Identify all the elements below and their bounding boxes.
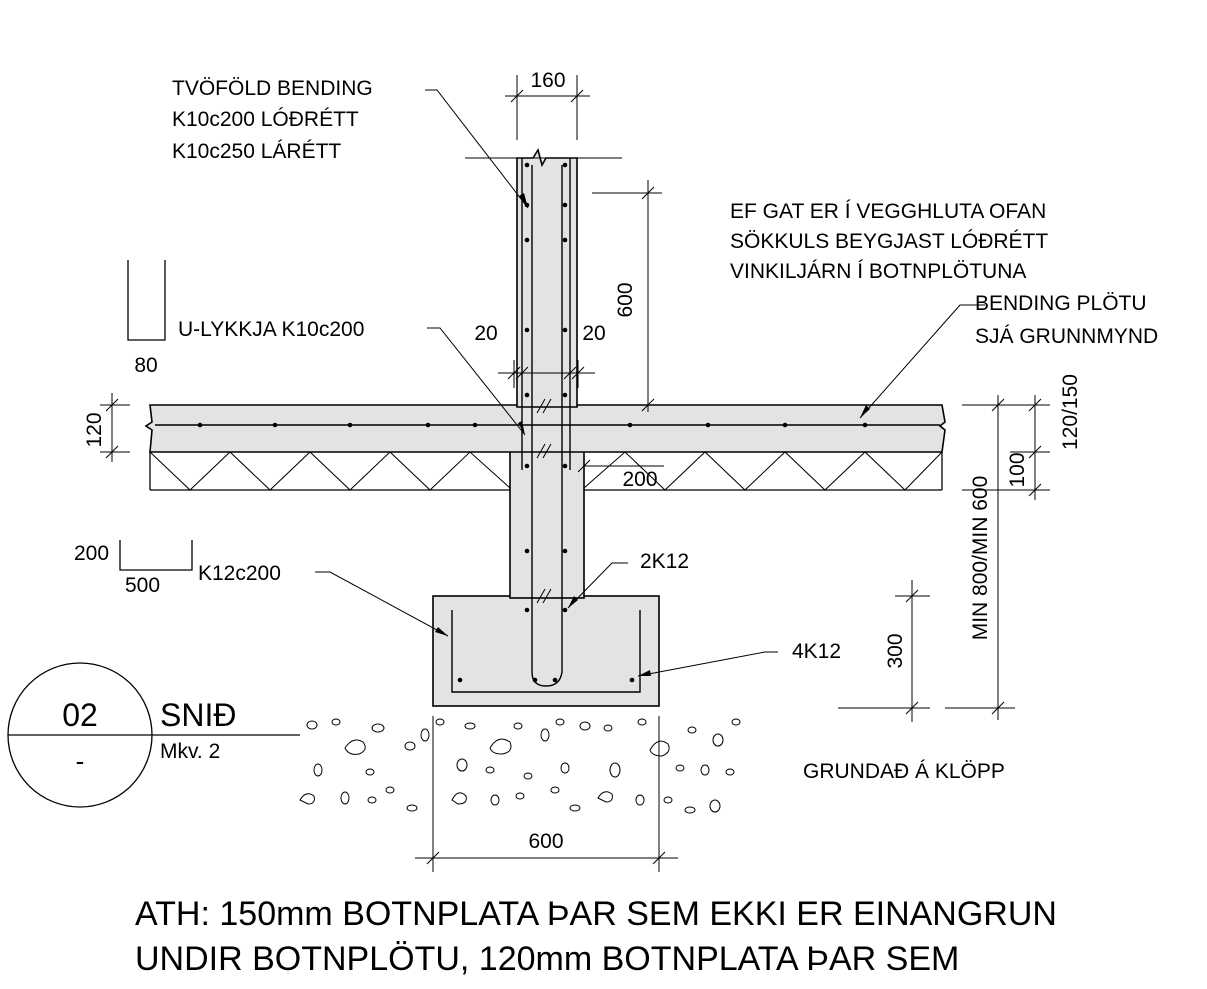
foundation-stem (509, 449, 585, 599)
leader-lines (315, 89, 985, 677)
slab-rebar-line-2: SJÁ GRUNNMYND (975, 325, 1158, 348)
slab-rebar-line-1: BENDING PLÖTU (975, 292, 1147, 315)
u-loop-label: U-LYKKJA K10c200 (178, 318, 364, 341)
dim-u-loop-width: 80 (134, 354, 157, 377)
dim-slab-left: 120 (83, 412, 106, 447)
footing-bar-shape-icon (119, 540, 193, 571)
dim-slab-right: 120/150 (1059, 374, 1082, 450)
dim-bar-leg: 200 (74, 542, 109, 565)
leader-arrowheads (435, 193, 870, 676)
opening-note-line-1: EF GAT ER Í VEGGHLUTA OFAN (730, 200, 1046, 223)
bar-shapes (119, 260, 193, 571)
labels: TVÖFÖLD BENDING K10c200 LÓÐRÉTT K10c250 … (172, 77, 1158, 783)
general-note: ATH: 150mm BOTNPLATA ÞAR SEM EKKI ER EIN… (135, 895, 1057, 978)
dim-stem-width: 200 (622, 468, 657, 491)
bars-2k12-label: 2K12 (640, 550, 689, 573)
section-sub: - (76, 746, 85, 776)
dim-lap-length: 600 (614, 282, 637, 317)
rebar (155, 158, 940, 693)
note-line-2: UNDIR BOTNPLÖTU, 120mm BOTNPLATA ÞAR SEM (135, 940, 959, 978)
dim-wall-thickness: 160 (530, 69, 565, 92)
opening-note-line-2: SÖKKULS BEYGJAST LÓÐRÉTT (730, 230, 1048, 253)
u-loop-shape-icon (127, 260, 166, 341)
rock-ground (299, 718, 741, 814)
dim-footing-height: 300 (884, 633, 907, 668)
section-title: SNIÐ (160, 697, 236, 733)
dim-embedment: MIN 800/MIN 600 (969, 476, 992, 641)
dim-footing-width: 600 (528, 830, 563, 853)
section-number: 02 (62, 697, 98, 733)
dimension-texts: 160 20 20 600 80 120 120/150 100 200 MIN… (74, 69, 1082, 853)
note-line-1: ATH: 150mm BOTNPLATA ÞAR SEM EKKI ER EIN… (135, 895, 1057, 933)
rock-label: GRUNDAÐ Á KLÖPP (803, 760, 1005, 783)
dim-cover-right: 20 (582, 322, 605, 345)
section-symbol: 02 - SNIÐ Mkv. 2 (7, 662, 300, 808)
dim-insulation: 100 (1006, 452, 1029, 487)
section-scale: Mkv. 2 (160, 740, 220, 763)
floor-slab (144, 404, 946, 453)
wall-rebar-line-2: K10c200 LÓÐRÉTT (172, 108, 359, 131)
wall-rebar-line-1: TVÖFÖLD BENDING (172, 77, 373, 100)
rebar-dots (197, 162, 868, 683)
dimension-lines (100, 75, 1050, 872)
footing (432, 595, 660, 707)
dim-bar-length: 500 (125, 574, 160, 597)
bars-4k12-label: 4K12 (792, 640, 841, 663)
insulation-layer (149, 451, 943, 491)
opening-note-line-3: VINKILJÁRN Í BOTNPLÖTUNA (730, 260, 1026, 283)
wall-rebar-line-3: K10c250 LÁRÉTT (172, 140, 341, 163)
dim-cover-left: 20 (474, 322, 497, 345)
footing-bars-label: K12c200 (198, 562, 281, 585)
